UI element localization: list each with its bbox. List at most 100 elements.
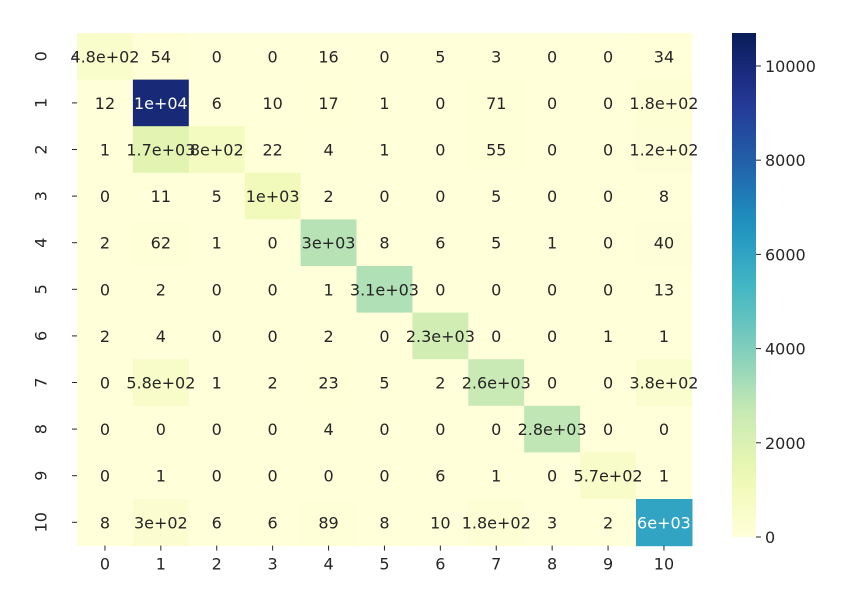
heatmap-cell-r10-c3 — [244, 499, 302, 547]
cell-annotation-r7-c6: 2 — [435, 374, 445, 393]
x-tick-label-5: 5 — [379, 555, 389, 574]
heatmap-cell-r10-c2 — [188, 499, 246, 547]
heatmap-cell-r2-c0 — [77, 126, 134, 174]
heatmap-cell-r4-c1 — [132, 219, 190, 267]
heatmap-cell-r9-c2 — [188, 452, 246, 500]
heatmap-cell-r2-c4 — [300, 126, 358, 174]
heatmap-cell-r10-c4 — [300, 499, 358, 547]
cell-annotation-r0-c10: 34 — [654, 47, 674, 66]
heatmap-cell-r0-c3 — [244, 33, 302, 81]
heatmap-cell-r8-c9 — [580, 405, 637, 453]
cell-annotation-r10-c7: 1.8e+02 — [462, 513, 531, 532]
heatmap-cell-r6-c6 — [412, 312, 469, 360]
y-tick-label-4: 4 — [32, 238, 51, 248]
cell-annotation-r7-c2: 1 — [212, 374, 222, 393]
cell-annotation-r3-c4: 2 — [323, 187, 333, 206]
heatmap-cell-r9-c6 — [412, 452, 469, 500]
heatmap-cell-r3-c10 — [636, 172, 693, 220]
heatmap-cell-r5-c1 — [132, 266, 190, 314]
cell-annotation-r8-c9: 0 — [603, 420, 613, 439]
cell-annotation-r9-c7: 1 — [491, 467, 501, 486]
cell-annotation-r10-c4: 89 — [318, 513, 338, 532]
heatmap-cell-r6-c5 — [356, 312, 413, 360]
y-tick-label-7: 7 — [32, 377, 51, 387]
heatmap-cell-r0-c6 — [412, 33, 469, 81]
heatmap-cell-r6-c8 — [524, 312, 581, 360]
cell-annotation-r4-c4: 3e+03 — [302, 234, 356, 253]
heatmap-cell-r1-c8 — [524, 79, 581, 127]
cell-annotation-r7-c1: 5.8e+02 — [126, 374, 195, 393]
cell-annotation-r9-c4: 0 — [323, 467, 333, 486]
cell-annotation-r3-c7: 5 — [491, 187, 501, 206]
cell-annotation-r4-c3: 0 — [268, 234, 278, 253]
colorbar-gradient — [732, 33, 756, 537]
cell-annotation-r6-c9: 1 — [603, 327, 613, 346]
cell-annotation-r9-c3: 0 — [268, 467, 278, 486]
y-tick-label-3: 3 — [32, 191, 51, 201]
heatmap-cell-r5-c9 — [580, 266, 637, 314]
heatmap-cell-r8-c2 — [188, 405, 246, 453]
cell-annotation-r1-c6: 0 — [435, 94, 445, 113]
heatmap-cell-r0-c7 — [468, 33, 525, 81]
y-tick-label-5: 5 — [32, 284, 51, 294]
x-tick-label-0: 0 — [100, 555, 110, 574]
heatmap-cell-r7-c3 — [244, 359, 302, 407]
y-tick-label-6: 6 — [32, 331, 51, 341]
cell-annotation-r8-c2: 0 — [212, 420, 222, 439]
heatmap-cell-r1-c10 — [636, 79, 693, 127]
heatmap-cell-r4-c2 — [188, 219, 246, 267]
cell-annotation-r0-c8: 0 — [547, 47, 557, 66]
heatmap-cell-r4-c9 — [580, 219, 637, 267]
cell-annotation-r7-c8: 0 — [547, 374, 557, 393]
cell-annotation-r8-c10: 0 — [659, 420, 669, 439]
heatmap-cell-r6-c2 — [188, 312, 246, 360]
heatmap-cell-r6-c0 — [77, 312, 134, 360]
heatmap-cell-r0-c4 — [300, 33, 358, 81]
heatmap-cell-r3-c2 — [188, 172, 246, 220]
heatmap-cell-r8-c6 — [412, 405, 469, 453]
heatmap-cell-r8-c4 — [300, 405, 358, 453]
heatmap-cell-r3-c3 — [244, 172, 302, 220]
heatmap-cell-r5-c10 — [636, 266, 693, 314]
heatmap-cell-r0-c1 — [132, 33, 190, 81]
heatmap-cell-r7-c10 — [636, 359, 693, 407]
heatmap-cell-r8-c7 — [468, 405, 525, 453]
cell-annotation-r0-c5: 0 — [379, 47, 389, 66]
cell-annotation-r3-c1: 11 — [151, 187, 171, 206]
heatmap-cell-r2-c9 — [580, 126, 637, 174]
x-tick-label-10: 10 — [654, 555, 674, 574]
cell-annotation-r1-c4: 17 — [318, 94, 338, 113]
y-tick-label-9: 9 — [32, 471, 51, 481]
x-tick-label-6: 6 — [435, 555, 445, 574]
heatmap-cell-r8-c3 — [244, 405, 302, 453]
cell-annotation-r2-c8: 0 — [547, 141, 557, 160]
cell-annotation-r9-c10: 1 — [659, 467, 669, 486]
cell-annotation-r1-c7: 71 — [486, 94, 506, 113]
heatmap-cell-r2-c2 — [188, 126, 246, 174]
heatmap-cell-r10-c9 — [580, 499, 637, 547]
x-tick-label-3: 3 — [268, 555, 278, 574]
heatmap-cell-r7-c7 — [468, 359, 525, 407]
heatmap-cell-r2-c5 — [356, 126, 413, 174]
cell-annotation-r1-c0: 12 — [95, 94, 115, 113]
heatmap-cell-r0-c0 — [77, 33, 134, 81]
cell-annotation-r6-c4: 2 — [323, 327, 333, 346]
cell-annotation-r6-c0: 2 — [100, 327, 110, 346]
cell-annotation-r4-c7: 5 — [491, 234, 501, 253]
cell-annotation-r5-c8: 0 — [547, 280, 557, 299]
cell-annotation-r8-c8: 2.8e+03 — [518, 420, 587, 439]
cell-annotation-r5-c7: 0 — [491, 280, 501, 299]
y-tick-label-1: 1 — [32, 98, 51, 108]
cell-annotation-r0-c3: 0 — [268, 47, 278, 66]
cell-annotation-r3-c5: 0 — [379, 187, 389, 206]
colorbar-tick-label-10000: 10000 — [765, 57, 816, 76]
cell-annotation-r0-c4: 16 — [318, 47, 338, 66]
heatmap-cell-r10-c5 — [356, 499, 413, 547]
heatmap-cell-r1-c2 — [188, 79, 246, 127]
heatmap-cell-r7-c6 — [412, 359, 469, 407]
heatmap-cell-r9-c7 — [468, 452, 525, 500]
cell-annotation-r5-c1: 2 — [156, 280, 166, 299]
cell-annotation-r6-c8: 0 — [547, 327, 557, 346]
heatmap-cell-r7-c0 — [77, 359, 134, 407]
